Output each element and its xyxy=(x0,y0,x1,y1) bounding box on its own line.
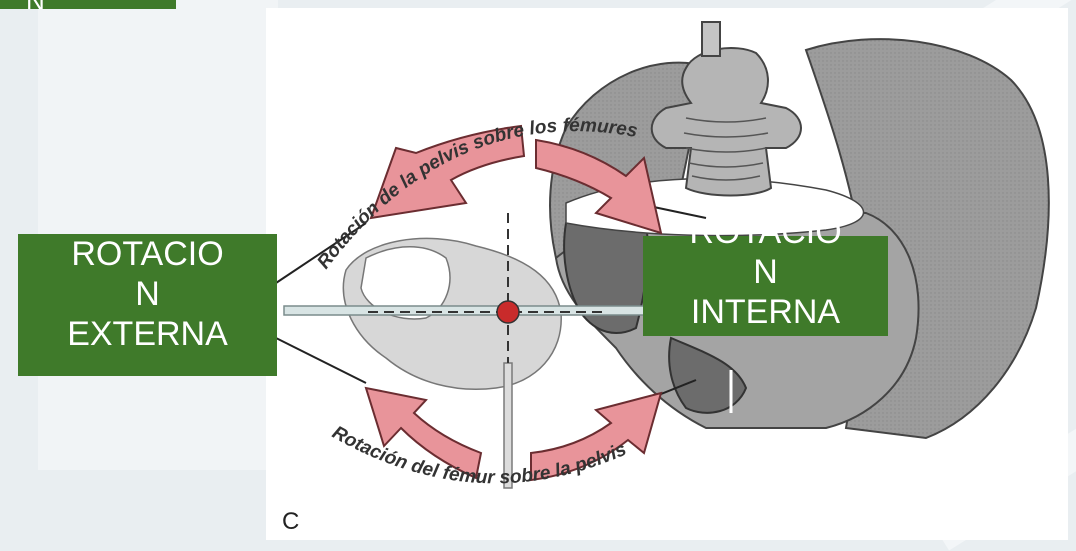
pubic-symphysis xyxy=(668,336,748,414)
arrow-bottom-right xyxy=(530,391,663,482)
arrow-bottom-left xyxy=(364,386,483,480)
arrow-top-right xyxy=(535,138,663,235)
top-label-text: N xyxy=(26,0,45,9)
internal-label-text: ROTACIO N INTERNA xyxy=(643,212,888,332)
rotation-center xyxy=(496,300,520,324)
rotation-arrows xyxy=(364,124,663,482)
femur-axis xyxy=(283,305,645,316)
external-label-line-3: EXTERNA xyxy=(67,315,228,353)
panel-letter: C xyxy=(282,508,300,535)
internal-rotation-label: ROTACIO N INTERNA xyxy=(643,213,888,336)
external-label-line-1: ROTACIO xyxy=(71,235,224,273)
internal-label-line-2: N xyxy=(753,253,778,291)
arrow-top-left xyxy=(369,124,526,220)
internal-label-line-1: ROTACIO xyxy=(689,213,842,251)
top-label-box: N xyxy=(0,0,176,9)
external-rotation-label: ROTACIO N EXTERNA xyxy=(18,234,277,376)
internal-label-line-3: INTERNA xyxy=(690,293,841,331)
vertebral-discs xyxy=(683,117,769,181)
external-label-line-2: N xyxy=(135,275,160,313)
